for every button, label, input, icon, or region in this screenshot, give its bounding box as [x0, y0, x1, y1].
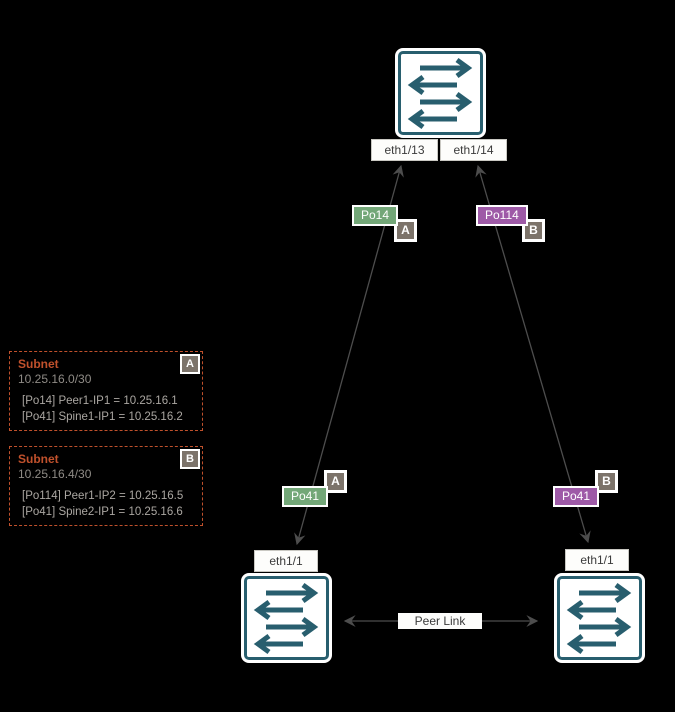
- leaf-right-port-eth1-1: eth1/1: [565, 549, 629, 571]
- peer-link-label: Peer Link: [398, 613, 482, 629]
- subnet-box-b: B Subnet 10.25.16.4/30 [Po114] Peer1-IP2…: [9, 446, 203, 526]
- switch-icon: [253, 582, 319, 655]
- tag-b-bottom: B: [595, 470, 618, 493]
- spine-switch: [398, 51, 483, 135]
- subnet-a-cidr: 10.25.16.0/30: [18, 372, 92, 386]
- subnet-b-cidr: 10.25.16.4/30: [18, 467, 92, 481]
- subnet-box-a: A Subnet 10.25.16.0/30 [Po14] Peer1-IP1 …: [9, 351, 203, 431]
- subnet-b-tag: B: [180, 449, 200, 469]
- subnet-a-entry: [Po41] Spine1-IP1 = 10.25.16.2: [22, 411, 183, 423]
- link-spine-to-right-leaf: [475, 164, 591, 544]
- subnet-b-title: Subnet: [18, 452, 59, 466]
- subnet-a-title: Subnet: [18, 357, 59, 371]
- spine-port-eth1-14: eth1/14: [440, 139, 507, 161]
- po41-right-badge: Po41: [553, 486, 600, 507]
- subnet-a-tag: A: [180, 354, 200, 374]
- subnet-a-entry: [Po14] Peer1-IP1 = 10.25.16.1: [22, 395, 178, 407]
- switch-icon: [407, 57, 473, 130]
- po14-badge: Po14: [352, 205, 399, 226]
- leaf-left-switch: [244, 576, 329, 660]
- po114-badge: Po114: [476, 205, 528, 226]
- switch-icon: [566, 582, 632, 655]
- subnet-b-entry: [Po41] Spine2-IP1 = 10.25.16.6: [22, 506, 183, 518]
- leaf-left-port-eth1-1: eth1/1: [254, 550, 318, 572]
- link-spine-to-left-leaf: [294, 164, 404, 546]
- subnet-b-entry: [Po114] Peer1-IP2 = 10.25.16.5: [22, 490, 184, 502]
- po41-left-badge: Po41: [282, 486, 329, 507]
- spine-port-eth1-13: eth1/13: [371, 139, 438, 161]
- leaf-right-switch: [557, 576, 642, 660]
